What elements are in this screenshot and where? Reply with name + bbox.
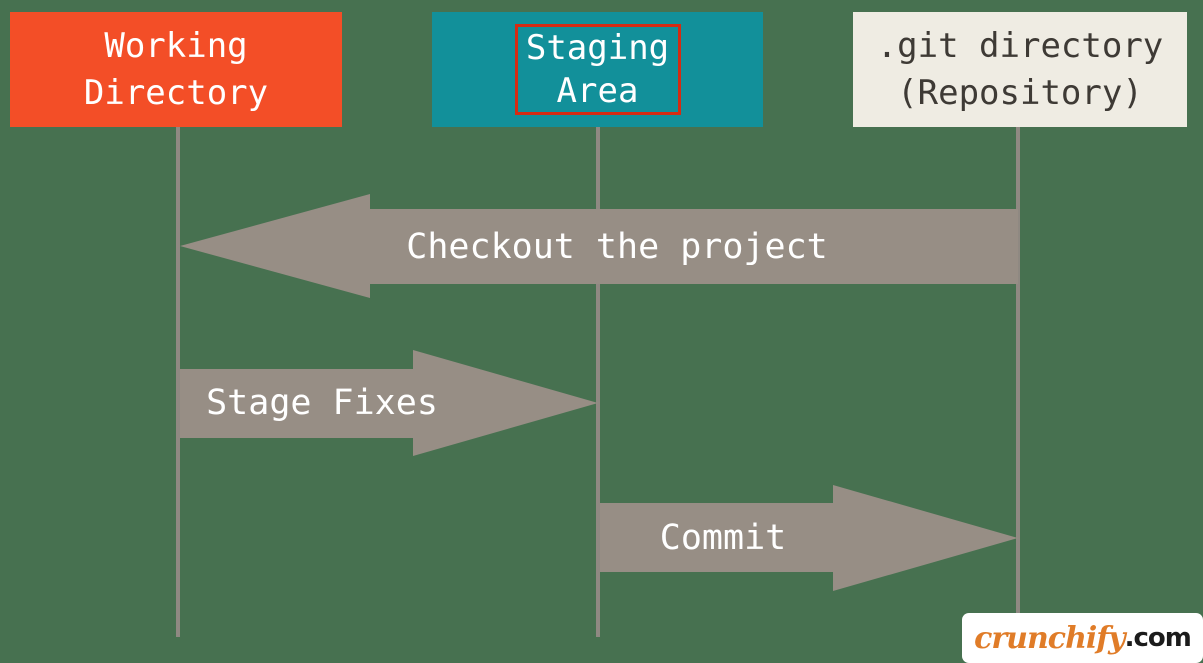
staging-area-box: Staging Area — [432, 12, 763, 127]
stage-fixes-arrow-body — [180, 369, 413, 438]
git-directory-label-line1: .git directory — [876, 25, 1164, 66]
staging-area-lifeline — [596, 127, 600, 637]
working-directory-label-line2: Directory — [83, 72, 269, 113]
stage-fixes-arrowhead-right-icon — [413, 350, 598, 456]
crunchify-watermark: crunchify.com — [962, 613, 1203, 663]
checkout-arrowhead-left-icon — [180, 194, 370, 298]
checkout-arrow-body — [370, 209, 1018, 284]
stage-fixes-arrow-label: Stage Fixes — [206, 383, 438, 423]
git-directory-label-line2: (Repository) — [897, 72, 1143, 113]
staging-area-label-line2: Area — [556, 70, 639, 111]
working-directory-label-line1: Working — [104, 25, 248, 66]
commit-arrow-body — [600, 503, 833, 572]
working-directory-box: Working Directory — [10, 12, 342, 127]
staging-highlight-frame: Staging Area — [514, 24, 681, 115]
staging-area-label-line1: Staging — [525, 27, 670, 68]
crunchify-watermark-name: crunchify — [974, 620, 1126, 656]
commit-arrow-label: Commit — [659, 518, 787, 558]
git-directory-lifeline — [1016, 127, 1020, 637]
crunchify-watermark-tld: .com — [1124, 623, 1192, 653]
checkout-arrow-label: Checkout the project — [406, 227, 828, 267]
git-directory-box: .git directory (Repository) — [853, 12, 1187, 127]
commit-arrowhead-right-icon — [833, 485, 1018, 591]
working-directory-lifeline — [176, 127, 180, 637]
